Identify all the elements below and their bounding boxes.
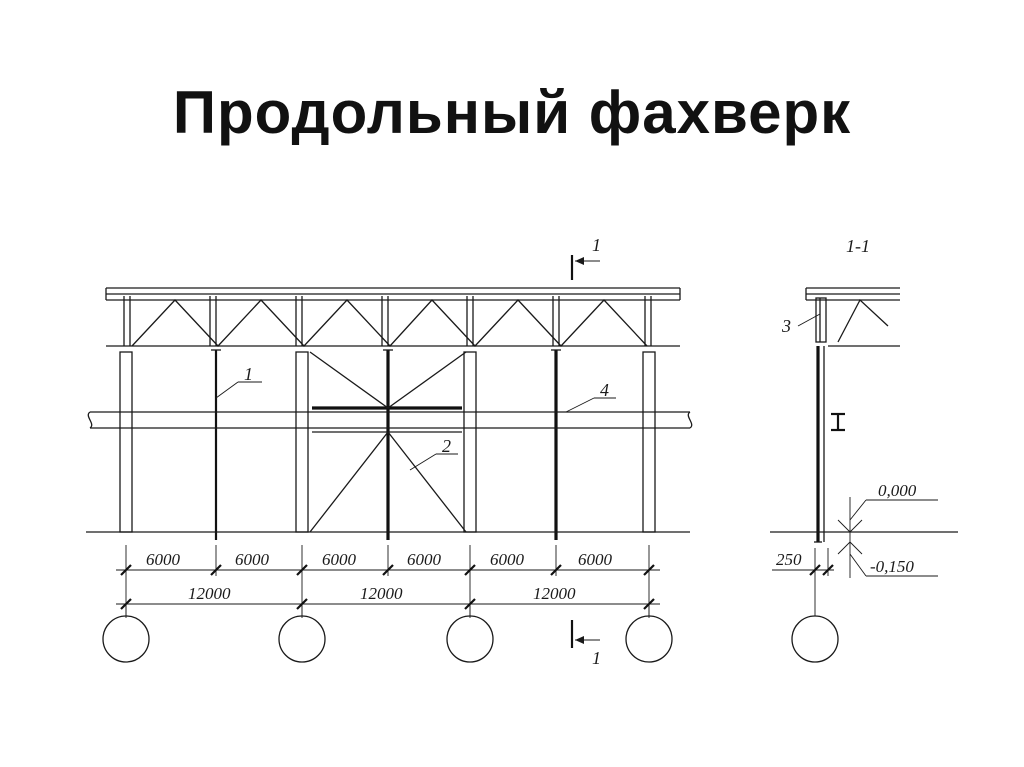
axis-circle	[446, 615, 494, 663]
span-label: 6000	[407, 550, 442, 569]
span-label: 12000	[188, 584, 231, 603]
svg-text:1: 1	[244, 364, 253, 384]
axis-circle	[625, 615, 673, 663]
roof-truss	[105, 287, 681, 347]
callout-1: 1	[215, 364, 262, 399]
svg-text:1: 1	[592, 235, 601, 255]
wall-girt	[87, 406, 693, 433]
section-marker-bottom: 1	[570, 620, 601, 668]
span-label: 6000	[578, 550, 613, 569]
span-label: 6000	[490, 550, 525, 569]
section-view: 250 3	[770, 287, 958, 663]
axis-circle	[102, 615, 150, 663]
span-labels: 6000 6000 6000 6000 6000 6000 12000 1200…	[146, 550, 613, 603]
level-bottom: -0,150	[870, 557, 914, 576]
span-label: 6000	[146, 550, 181, 569]
svg-text:4: 4	[600, 380, 609, 400]
span-label: 12000	[360, 584, 403, 603]
axis-markers	[102, 604, 673, 663]
axis-circle	[791, 615, 839, 663]
callout-2: 2	[409, 436, 458, 471]
span-label: 6000	[235, 550, 270, 569]
dimension-lines	[116, 545, 660, 618]
level-marks: 0,000 -0,150	[837, 481, 938, 578]
span-label: 12000	[533, 584, 576, 603]
wind-columns	[211, 349, 561, 540]
span-label: 6000	[322, 550, 357, 569]
callout-3: 3	[781, 316, 791, 336]
axis-circle	[278, 615, 326, 663]
page-title: Продольный фахверк	[172, 79, 852, 146]
svg-text:1: 1	[592, 648, 601, 668]
svg-text:2: 2	[442, 436, 451, 456]
level-top: 0,000	[878, 481, 917, 500]
section-marker-top: 1	[570, 235, 601, 280]
section-title: 1-1	[846, 236, 870, 256]
callout-4: 4	[565, 380, 616, 413]
side-dimension-label: 250	[776, 550, 802, 569]
cross-bracing	[309, 351, 467, 533]
